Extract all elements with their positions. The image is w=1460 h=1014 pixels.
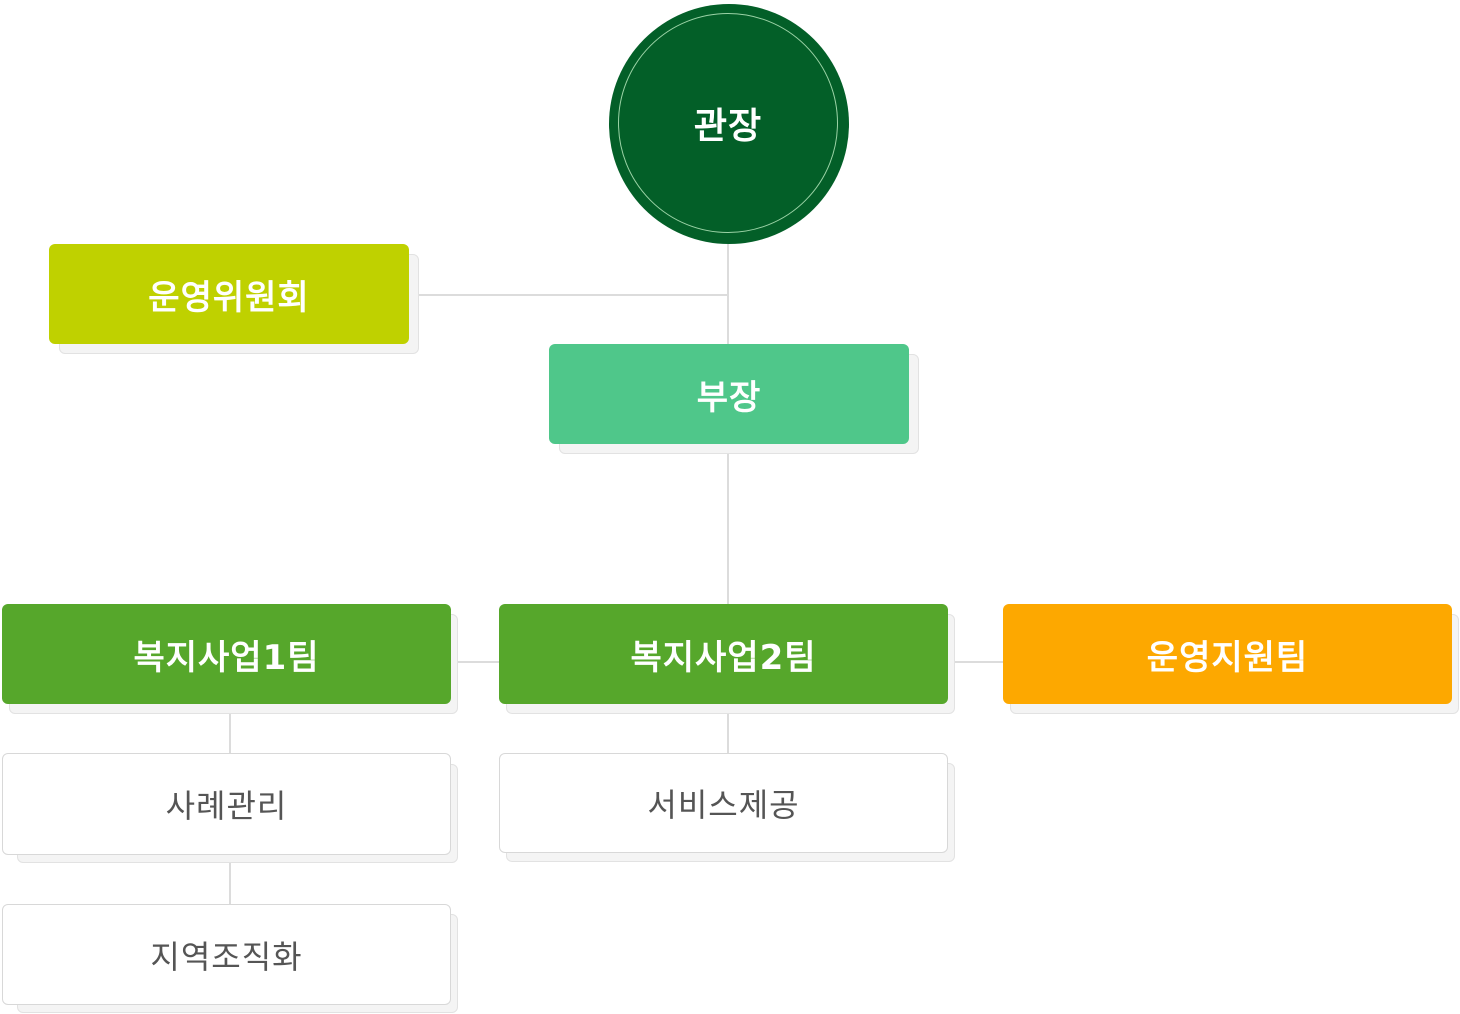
connector-team2-service	[727, 704, 729, 754]
director-label: 관장	[618, 13, 838, 233]
connector-deputy-teams	[727, 444, 729, 604]
director-node: 관장	[609, 4, 849, 244]
team1-node: 복지사업1팀	[2, 604, 451, 704]
community-organizing-node: 지역조직화	[2, 904, 451, 1005]
team3-node: 운영지원팀	[1003, 604, 1452, 704]
connector-team1-case	[229, 704, 231, 754]
case-management-node: 사례관리	[2, 753, 451, 855]
connector-team1-team2	[450, 661, 500, 663]
connector-team2-team3	[947, 661, 1004, 663]
connector-committee	[409, 294, 729, 296]
committee-node: 운영위원회	[49, 244, 409, 344]
deputy-node: 부장	[549, 344, 909, 444]
connector-case-community	[229, 854, 231, 905]
team2-node: 복지사업2팀	[499, 604, 948, 704]
service-provision-node: 서비스제공	[499, 753, 948, 853]
